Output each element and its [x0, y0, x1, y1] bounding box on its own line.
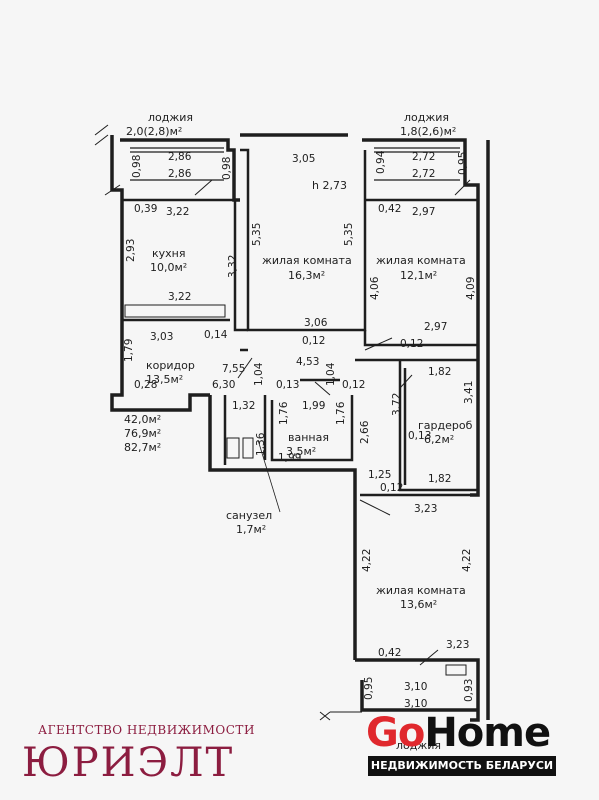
dim-label: 0,28: [134, 379, 158, 391]
kitchen-name: кухня: [152, 247, 186, 260]
bath-fixtures: [124, 304, 467, 676]
dim-label: 0,94: [375, 150, 387, 174]
dim-label: 4,53: [296, 356, 320, 368]
loggia-left-area: 2,0(2,8)м²: [126, 125, 183, 138]
dim-label: 3,22: [166, 206, 190, 218]
dim-label: 0,93: [463, 678, 475, 702]
dim-label: 0,98: [131, 154, 143, 178]
dim-label: 0,98: [221, 156, 233, 180]
loggia-right-area: 1,8(2,6)м²: [400, 125, 457, 138]
dim-label: 0,39: [134, 203, 158, 215]
loggia-right-name: лоджия: [404, 111, 450, 124]
dim-label: 7,55: [222, 363, 246, 375]
interior-walls: [122, 148, 478, 497]
dim-label: 1,99: [278, 452, 302, 464]
dim-label: 3,23: [446, 639, 470, 651]
gohome-wordmark: GoHome: [366, 710, 551, 756]
living-room-1-area: 16,3м²: [288, 269, 326, 282]
dim-label: 1,25: [368, 469, 392, 481]
totals-3: 82,7м²: [124, 441, 162, 454]
living-room-3-name: жилая комната: [376, 584, 466, 597]
dim-label: 0,12: [302, 335, 326, 347]
dim-label: 0,42: [378, 203, 402, 215]
dim-label: 5,35: [251, 222, 263, 246]
agency-logo-text: ЮРИЭЛТ: [22, 740, 235, 786]
toilet-area: 1,7м²: [236, 523, 267, 536]
dim-label: 1,04: [325, 362, 337, 386]
dim-label: 0,12: [380, 482, 404, 494]
gohome-go: Go: [366, 710, 425, 756]
dim-label: 2,86: [168, 151, 192, 163]
dim-label: 1,36: [255, 432, 267, 456]
bathroom-name: ванная: [288, 431, 329, 444]
dim-label: 3,06: [304, 317, 328, 329]
break-marks: [94, 124, 362, 721]
dim-label: 0,95: [363, 676, 375, 700]
dim-label: 1,99: [302, 400, 326, 412]
wardrobe-area: 6,2м²: [424, 433, 455, 446]
dim-label: 6,30: [212, 379, 236, 391]
dim-label: 2,72: [412, 168, 436, 180]
dim-label: 0,13: [276, 379, 300, 391]
bottom-loggia-name: лоджия: [396, 739, 442, 752]
dim-label: 3,23: [414, 503, 438, 515]
dim-label: 0,12: [342, 379, 366, 391]
dim-label: 3,05: [292, 153, 316, 165]
agency-tagline: АГЕНТСТВО НЕДВИЖИМОСТИ: [38, 723, 255, 737]
loggia-rails: [130, 147, 460, 181]
kitchen-area: 10,0м²: [150, 261, 188, 274]
gohome-logo: GoHome НЕДВИЖИМОСТЬ БЕЛАРУСИ: [362, 710, 562, 780]
dim-label: 4,22: [461, 548, 473, 572]
corridor-name: коридор: [146, 359, 195, 372]
dim-label: 0,13: [408, 430, 432, 442]
dim-label: 3,10: [404, 698, 428, 710]
gohome-tagline: НЕДВИЖИМОСТЬ БЕЛАРУСИ: [368, 756, 556, 776]
living-room-1-name: жилая комната: [262, 254, 352, 267]
dim-label: 1,82: [428, 366, 452, 378]
dim-label: 1,32: [232, 400, 256, 412]
loggia-left-name: лоджия: [148, 111, 194, 124]
dim-label: 1,79: [123, 338, 135, 362]
dim-label: 4,06: [369, 276, 381, 300]
dim-label: 3,22: [168, 291, 192, 303]
dim-label: 0,42: [378, 647, 402, 659]
dim-label: 2,86: [168, 168, 192, 180]
totals-1: 42,0м²: [124, 413, 162, 426]
dim-label: 0,14: [204, 329, 228, 341]
dim-label: 3,72: [391, 392, 403, 416]
toilet-leader-line: [257, 439, 281, 513]
dim-label: 1,76: [278, 401, 290, 425]
living-room-2-area: 12,1м²: [400, 269, 438, 282]
dim-label: 5,35: [343, 222, 355, 246]
totals-2: 76,9м²: [124, 427, 162, 440]
dim-label: 4,22: [361, 548, 373, 572]
dim-label: 4,09: [465, 276, 477, 300]
door-swings: [194, 179, 471, 666]
toilet-name: санузел: [226, 509, 273, 522]
dim-label: 2,97: [424, 321, 448, 333]
dim-label: 2,66: [359, 420, 371, 444]
dim-label: 0,95: [457, 151, 469, 175]
dim-label: 0,12: [400, 338, 424, 350]
living-room-2-name: жилая комната: [376, 254, 466, 267]
dim-label: 1,04: [253, 362, 265, 386]
dim-label: 3,10: [404, 681, 428, 693]
dim-label: 3,41: [463, 380, 475, 404]
dim-label: 2,72: [412, 151, 436, 163]
living-room-3-area: 13,6м²: [400, 598, 438, 611]
dim-label: 2,97: [412, 206, 436, 218]
wardrobe-name: гардероб: [418, 419, 473, 432]
bathroom-area: 3,5м²: [286, 445, 317, 458]
ceiling-height: h 2,73: [312, 179, 347, 192]
dim-label: 1,76: [335, 401, 347, 425]
dim-label: 3,32: [227, 254, 239, 278]
corridor-area: 13,5м²: [146, 373, 184, 386]
dim-label: 1,82: [428, 473, 452, 485]
dim-label: 2,93: [125, 238, 137, 262]
dim-label: 3,03: [150, 331, 174, 343]
gohome-home: Home: [424, 710, 551, 756]
